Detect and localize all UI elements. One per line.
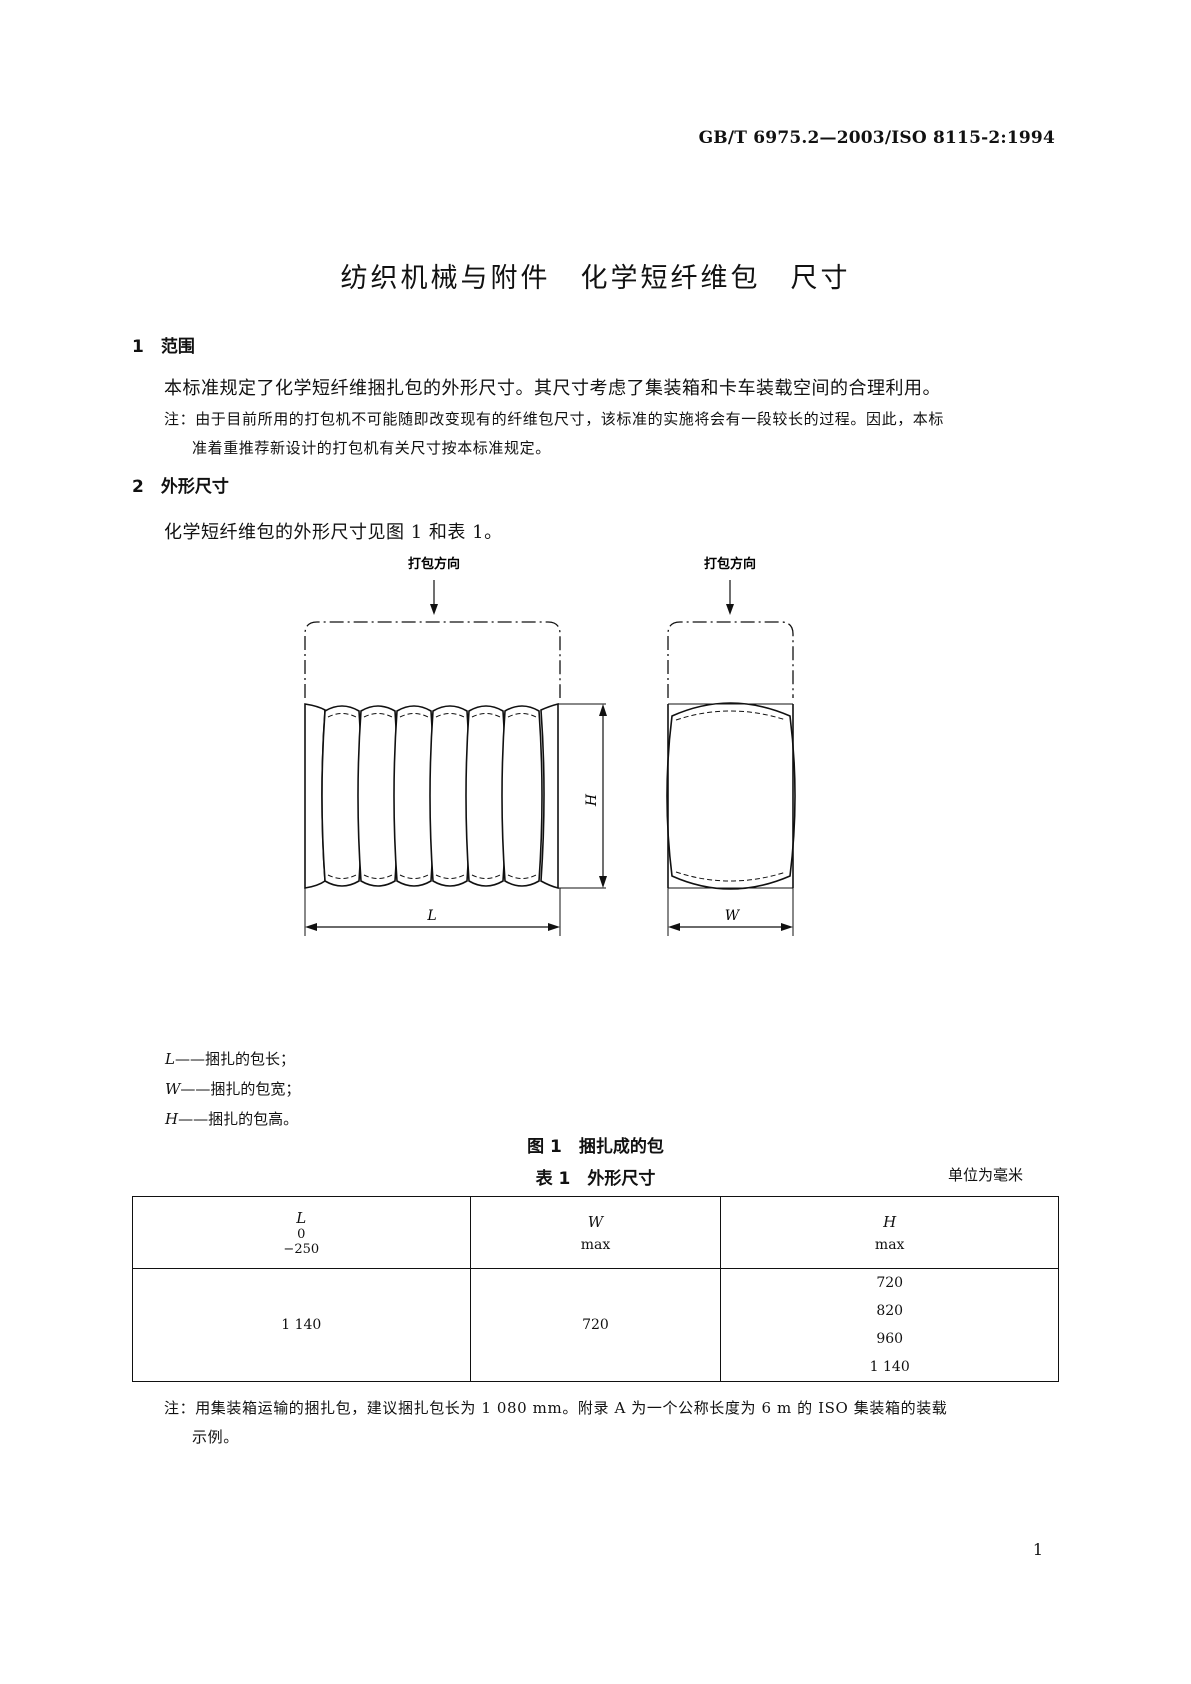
height-dimension-label: H <box>584 793 600 807</box>
document-title: 纺织机械与附件 化学短纤维包 尺寸 <box>340 263 851 294</box>
figure-1-caption: 图 1 捆扎成的包 <box>527 1137 664 1157</box>
section-2-paragraph: 化学短纤维包的外形尺寸见图 1 和表 1。 <box>164 522 503 543</box>
legend-item-width: W——捆扎的包宽； <box>165 1080 301 1098</box>
left-bale-outline-bracket <box>304 621 561 698</box>
legend-item-height: H——捆扎的包高。 <box>165 1110 299 1128</box>
length-arrow-right <box>548 923 560 931</box>
standard-code-header: GB/T 6975.2—2003/ISO 8115-2:1994 <box>698 128 1055 148</box>
table-1-caption: 表 1 外形尺寸 <box>535 1169 656 1189</box>
header-cell-height: H max <box>720 1196 1059 1269</box>
cell-height-values: 720 820 960 1 140 <box>720 1268 1059 1382</box>
legend-item-length: L——捆扎的包长； <box>165 1050 295 1068</box>
page-number: 1 <box>1032 1540 1043 1559</box>
bale-width-view <box>666 702 796 890</box>
bale-band-6 <box>501 705 543 887</box>
width-dimension-label: W <box>725 908 741 924</box>
section-1-note-line-2: 准着重推荐新设计的打包机有关尺寸按本标准规定。 <box>192 439 551 457</box>
packing-arrowhead-left <box>430 604 438 615</box>
bale-band-2 <box>357 705 399 887</box>
table-data-row: 1 140 720 720 820 960 1 140 <box>132 1268 1059 1382</box>
height-arrow-bottom <box>599 876 607 888</box>
right-bale-outline-bracket <box>667 621 794 698</box>
section-1-note-line-1: 注：由于目前所用的打包机不可能随即改变现有的纤维包尺寸，该标准的实施将会有一段较… <box>164 410 945 428</box>
cell-width-value: 720 <box>469 1268 722 1382</box>
bale-band-5 <box>465 705 507 887</box>
footnote-line-2: 示例。 <box>192 1428 239 1446</box>
height-arrow-top <box>599 704 607 716</box>
bale-band-3 <box>393 705 435 887</box>
bale-band-4 <box>429 705 471 887</box>
figure-1-bale-drawing: 打包方向 打包方向 <box>300 556 820 946</box>
width-arrow-right <box>781 923 793 931</box>
table-header-row: L 0−250 W max H max <box>132 1196 1059 1269</box>
length-arrow-left <box>305 923 317 931</box>
width-arrow-left <box>668 923 680 931</box>
section-1-heading: 1 范围 <box>132 337 195 357</box>
length-dimension-label: L <box>426 908 436 924</box>
table-unit-label: 单位为毫米 <box>948 1166 1024 1184</box>
packing-arrowhead-right <box>726 604 734 615</box>
bale-drawing-svg: 打包方向 打包方向 <box>304 556 796 936</box>
bale-end-right <box>540 702 559 890</box>
header-cell-length: L 0−250 <box>132 1196 471 1269</box>
packing-direction-label-right: 打包方向 <box>704 556 756 572</box>
footnote-line-1: 注：用集装箱运输的捆扎包，建议捆扎包长为 1 080 mm。附录 A 为一个公称… <box>164 1399 948 1417</box>
bale-band-1 <box>321 705 363 887</box>
packing-direction-label-left: 打包方向 <box>408 556 460 572</box>
section-1-paragraph: 本标准规定了化学短纤维捆扎包的外形尺寸。其尺寸考虑了集装箱和卡车装载空间的合理利… <box>164 378 941 399</box>
cell-length-value: 1 140 <box>132 1268 471 1382</box>
header-cell-width: W max <box>469 1196 722 1269</box>
section-2-heading: 2 外形尺寸 <box>132 477 229 497</box>
dimensions-table: L 0−250 W max H max 1 140 720 720 820 96… <box>132 1196 1059 1382</box>
